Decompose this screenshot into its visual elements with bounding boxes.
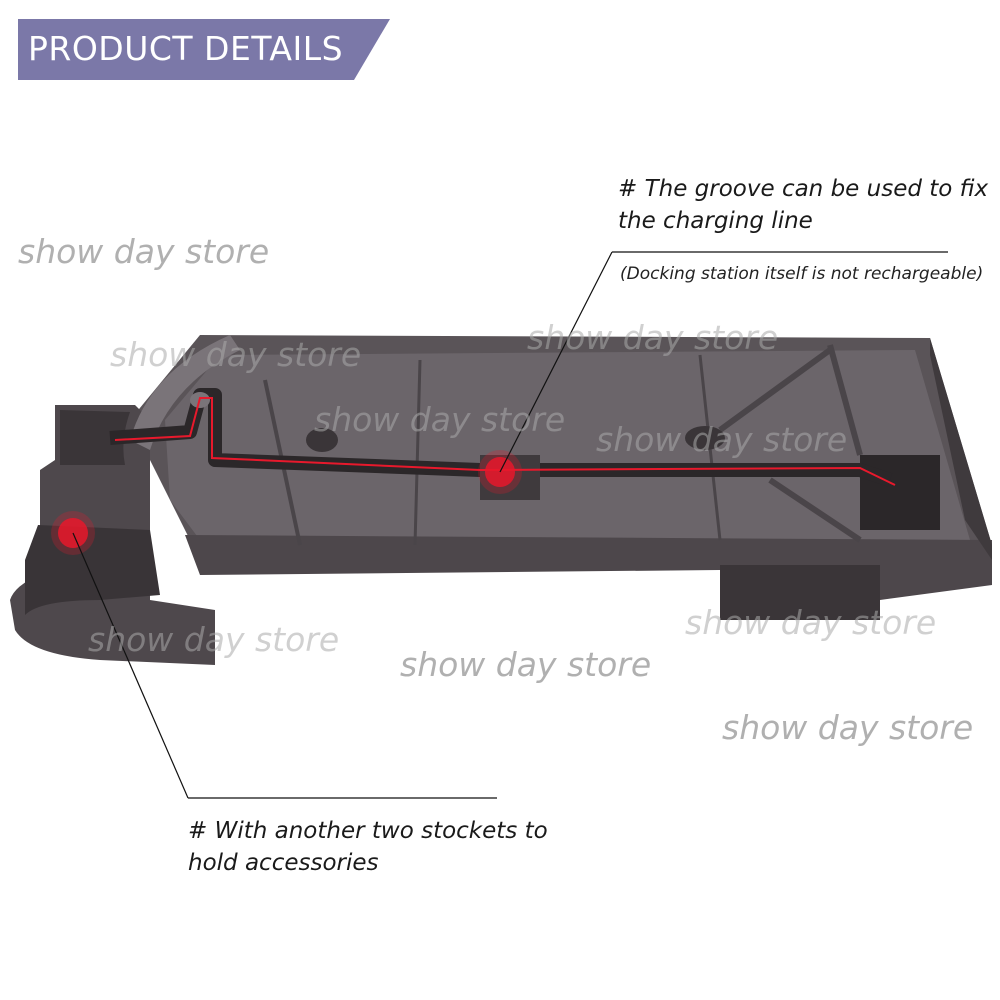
groove-callout-line2: the charging line [618,208,813,234]
watermark: show day store [18,232,270,271]
product-details-banner: PRODUCT DETAILS [18,19,390,80]
rib [718,347,832,433]
watermark: show day store [400,645,652,684]
groove-leader [499,251,613,473]
groove-callout-line1: # The groove can be used to fix [618,176,989,202]
left-socket-lower [25,525,160,615]
rib [413,359,422,546]
groove-callout: # The groove can be used to fix the char… [618,173,988,237]
curved-rib [130,335,240,450]
watermark: show day store [527,318,779,357]
sockets-callout: # With another two stockets to hold acce… [188,815,548,879]
socket-leader [72,532,189,799]
left-socket-upper [60,410,130,465]
watermark: show day store [314,400,566,439]
sockets-callout-line2: hold accessories [188,850,379,876]
banner-title: PRODUCT DETAILS [28,29,344,68]
banner-shape [18,19,390,80]
tray-floor [165,350,970,540]
sockets-callout-line1: # With another two stockets to [188,818,548,844]
tray-right-end [930,338,992,560]
groove-note: (Docking station itself is not rechargea… [620,264,984,284]
rib [768,477,862,543]
end-compartment [860,455,940,530]
post [685,426,725,450]
bottom-bracket [720,565,880,620]
watermark: show day store [596,420,848,459]
watermark: show day store [110,335,362,374]
watermark: show day store [722,708,974,747]
watermark: show day store [88,620,340,659]
rib [827,344,863,456]
post [306,428,338,452]
watermark: show day store [685,603,937,642]
charging-wire [114,397,896,486]
